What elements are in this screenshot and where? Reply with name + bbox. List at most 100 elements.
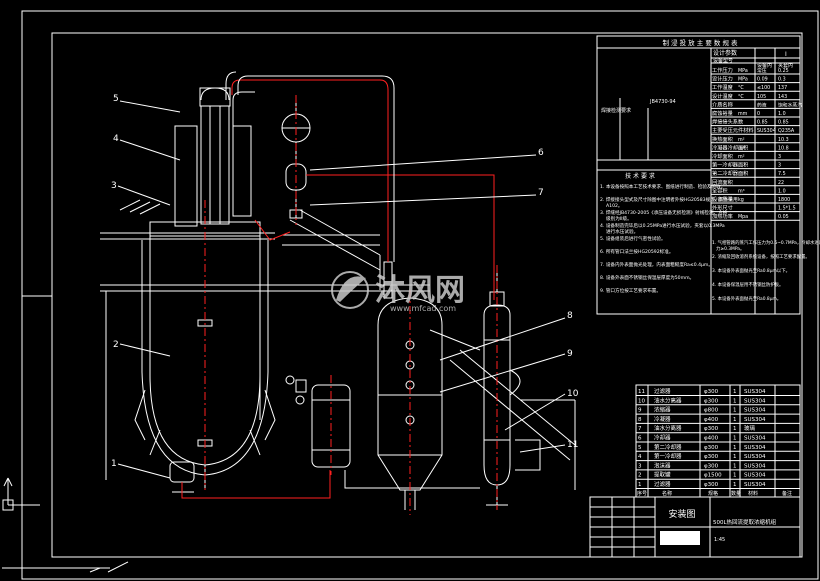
parts-row-spec: φ800: [704, 408, 719, 414]
callout-9: 9: [567, 349, 573, 359]
spec-row-name: 设备重量: [712, 195, 733, 203]
spec-row-b: 1800: [778, 197, 790, 203]
spec-row-a: 0: [757, 111, 760, 117]
spec-row-b: 1.0: [778, 188, 786, 194]
spec-row-name: 设计压力: [712, 75, 733, 83]
spec-table: 制 浸 投 放 主 要 数 规 表 设计参数 设备型号 I 设备内 夹套内 焊接…: [596, 35, 820, 315]
parts-row-spec: φ300: [704, 463, 719, 469]
spec-row-b: 0.05: [778, 214, 789, 220]
spec-row-name: 介质名称: [712, 100, 733, 108]
tech-note-cont: 级别为II级。: [606, 215, 632, 222]
spec-row-name: 全容积: [712, 186, 728, 194]
right-note: 4. 本设备保温层用不锈钢丝防护板。: [712, 281, 783, 288]
spec-row-name: 设计温度: [712, 92, 733, 100]
parts-row-qty: 1: [733, 445, 737, 451]
parts-row-mat: SUS304: [744, 398, 766, 404]
parts-row-qty: 1: [733, 398, 737, 404]
tech-note: 9. 管口方位按工艺要求布置。: [600, 287, 661, 294]
parts-row-spec: φ400: [704, 436, 719, 442]
callout-7: 7: [538, 188, 544, 198]
tech-note: 8. 设备外表面不锈钢丝保温层厚度为50mm。: [600, 274, 694, 281]
right-note: 1. 气相管路的蒸汽工作压力为0.5~0.7MPa，冷却水进口压: [712, 239, 820, 246]
spec-header-left: 设计参数: [713, 49, 737, 57]
spec-table-title: 制 浸 投 放 主 要 数 规 表: [662, 38, 738, 47]
spec-row-b: 0.25: [778, 68, 789, 74]
parts-row-spec: φ300: [704, 398, 719, 404]
parts-row-spec: φ300: [704, 389, 719, 395]
spec-row-name: 工作压力: [712, 66, 733, 74]
callout-4: 4: [113, 134, 119, 144]
spec-row-a: ≤100: [757, 85, 770, 91]
spec-row-unit: m²: [738, 138, 745, 143]
parts-row-qty: 1: [733, 454, 737, 460]
parts-row-spec: φ300: [704, 426, 719, 432]
parts-row-name: 第一冷却器: [654, 452, 682, 460]
parts-row-no: 4: [638, 454, 642, 460]
spec-row-b: 3: [778, 163, 781, 169]
parts-row-name: 冷却器: [654, 434, 671, 442]
spec-row-unit: MPa: [738, 77, 748, 83]
spec-sub-left: 设备内: [757, 62, 772, 69]
spec-row-unit: m²: [738, 155, 745, 160]
parts-row-mat: SUS304: [744, 473, 766, 479]
spec-row-b: 0.3: [778, 77, 786, 83]
parts-header-mat: 材料: [748, 490, 758, 497]
title-block: 安装图 500L热回流提取浓缩机组 1:45: [589, 496, 801, 558]
tech-note-cont: A102。: [606, 203, 623, 209]
inner-frame: [51, 32, 803, 558]
watermark-brand: 沐风网: [375, 273, 465, 308]
tech-notes: 1. 本设备按照本工艺技术要求、图纸进行制造、检验及验收。2. 焊接接头型式及尺…: [600, 183, 738, 294]
spec-row-a: 药液: [757, 101, 767, 108]
right-note: 2. 浓缩及回收溶剂系统设备，按照工艺要求配置。: [712, 253, 810, 260]
spec-row-a: 105: [757, 94, 766, 100]
parts-row-mat: SUS304: [744, 445, 766, 451]
parts-row-no: 11: [638, 389, 645, 395]
spec-row-unit: Mpa: [738, 214, 748, 220]
spec-row-unit: kg: [738, 197, 744, 203]
spec-row-name: 换热面积: [712, 135, 733, 143]
callout-3: 3: [111, 181, 117, 191]
spec-row-b: 1.5*1.5: [778, 206, 796, 212]
parts-row-qty: 1: [733, 482, 737, 488]
spec-row-name: 焊接接头系数: [712, 118, 744, 126]
parts-row-qty: 1: [733, 436, 737, 442]
tech-requirements-title: 技 术 要 求: [625, 172, 655, 180]
parts-row-mat: SUS304: [744, 436, 766, 442]
parts-row-no: 10: [638, 398, 645, 404]
parts-row-no: 5: [638, 445, 642, 451]
tech-note: 5. 设备组装后进行气密性试验。: [600, 235, 666, 242]
spec-row-b: 137: [778, 85, 787, 91]
tech-note: 4. 设备制造完毕后以0.25MPa进行水压试验，夹套以0.3MPa: [600, 222, 725, 229]
callout-5: 5: [113, 94, 119, 104]
parts-row-qty: 1: [733, 389, 737, 395]
spec-row-unit: m³: [738, 188, 745, 194]
spec-row-b: 7.5: [778, 171, 786, 177]
spec-row-b: 3: [778, 154, 781, 160]
tech-note: 3. 焊缝经JB4730-2005《承压设备无损检测》射线检测，合格: [600, 209, 728, 216]
drawing-title: 安装图: [668, 508, 695, 520]
tech-note: 7. 设备内外表面抛光处理，内表面粗糙度Ra≤0.4μm。: [600, 261, 713, 268]
parts-row-spec: φ400: [704, 417, 719, 423]
parts-row-name: 过滤器: [654, 387, 671, 395]
callout-labels: 5 4 3 2 1 6 7 8 9 10 11: [111, 94, 579, 469]
parts-row-qty: 1: [733, 426, 737, 432]
parts-header-no: 序号: [637, 490, 647, 497]
spec-row-name: 外形尺寸: [712, 204, 733, 212]
callout-6: 6: [538, 148, 544, 158]
parts-row-no: 6: [638, 436, 642, 442]
spec-row-a: 0.09: [757, 77, 768, 83]
parts-row-spec: φ300: [704, 482, 719, 488]
parts-row-spec: φ300: [704, 454, 719, 460]
spec-row-b: 饱和水蒸汽: [778, 101, 802, 108]
outer-frame: [21, 10, 819, 580]
spec-row-b: 143: [778, 94, 787, 100]
spec-row-name: 第一冷却器面积: [712, 161, 748, 169]
parts-header-spec: 规格: [708, 490, 718, 497]
right-notes: 1. 气相管路的蒸汽工作压力为0.5~0.7MPa，冷却水进口压力≥0.3MPa…: [712, 239, 820, 302]
parts-header-qty: 数量: [731, 490, 741, 497]
spec-row-name: 加热功率: [712, 212, 733, 220]
parts-row-name: 第二冷却器: [654, 443, 682, 451]
parts-row-no: 1: [638, 482, 642, 488]
